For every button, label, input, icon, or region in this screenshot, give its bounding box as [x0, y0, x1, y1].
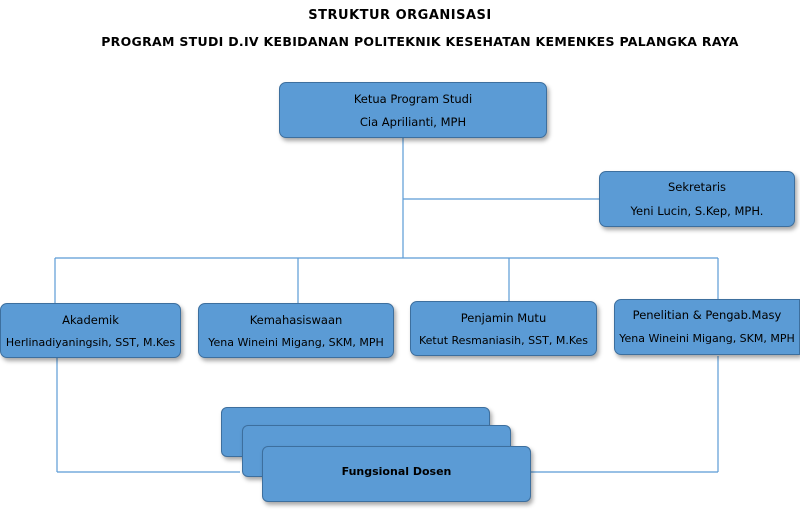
node-sekretaris: Sekretaris Yeni Lucin, S.Kep, MPH.	[599, 171, 795, 227]
node-akademik-name: Herlinadiyaningsih, SST, M.Kes	[5, 336, 176, 349]
node-penjamin-mutu-name: Ketut Resmaniasih, SST, M.Kes	[419, 334, 588, 347]
node-penelitian-pengabdian: Penelitian & Pengab.Masy Yena Wineini Mi…	[614, 299, 800, 355]
node-penelitian-role: Penelitian & Pengab.Masy	[632, 308, 782, 322]
node-kemahasiswaan-name: Yena Wineini Migang, SKM, MPH	[208, 336, 384, 349]
node-penjamin-mutu-role: Penjamin Mutu	[460, 311, 547, 325]
node-sekretaris-name: Yeni Lucin, S.Kep, MPH.	[630, 204, 764, 218]
node-ketua-role: Ketua Program Studi	[353, 92, 473, 106]
node-kemahasiswaan: Kemahasiswaan Yena Wineini Migang, SKM, …	[198, 303, 394, 358]
node-kemahasiswaan-role: Kemahasiswaan	[249, 313, 343, 327]
node-fungsional-dosen: Fungsional Dosen	[262, 446, 531, 502]
node-ketua-program-studi: Ketua Program Studi Cia Aprilianti, MPH	[279, 82, 547, 138]
node-penelitian-name: Yena Wineini Migang, SKM, MPH	[619, 332, 795, 345]
node-akademik: Akademik Herlinadiyaningsih, SST, M.Kes	[0, 303, 181, 358]
chart-subtitle: PROGRAM STUDI D.IV KEBIDANAN POLITEKNIK …	[101, 34, 739, 49]
node-fungsional-label: Fungsional Dosen	[341, 465, 452, 478]
chart-title: STRUKTUR ORGANISASI	[308, 8, 492, 23]
node-ketua-name: Cia Aprilianti, MPH	[359, 115, 467, 129]
node-sekretaris-role: Sekretaris	[667, 180, 727, 194]
node-penjamin-mutu: Penjamin Mutu Ketut Resmaniasih, SST, M.…	[410, 301, 597, 356]
node-akademik-role: Akademik	[62, 313, 119, 327]
